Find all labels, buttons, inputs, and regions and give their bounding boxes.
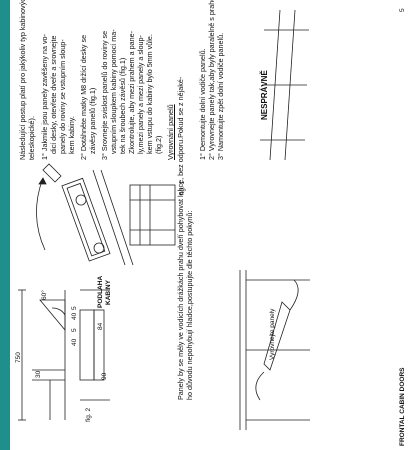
step-3-line-3: tek na šroubech závěsů (fig.1) <box>118 57 127 154</box>
fig2-dim-40b: 40 <box>71 338 78 346</box>
step-3-line-4: Zkontrolujte, aby mezi prahem a pane- <box>127 30 136 154</box>
fig2-caption: fig. 2 <box>85 407 92 422</box>
fig2-dim-60: 60° <box>41 290 48 300</box>
step-3-line-6: kem vstupu do kabiny bylo 5mm vůle. <box>145 34 154 154</box>
alignment-heading: Vyrovnání panelů <box>166 104 175 160</box>
fig2-dim-5a: 5 <box>71 306 78 310</box>
fig2-label-line-2: KABINY <box>105 280 112 305</box>
intro-line-1: Následující postup platí pro jakýkoliv t… <box>18 0 27 160</box>
step-2-line-1: 2° Dotáhněte matky M8 držící desky se <box>79 34 88 160</box>
page-number: 5 <box>399 8 406 12</box>
align-label: Vyrovnejte panely <box>269 308 276 360</box>
fig2-dim-750: 750 <box>15 352 22 363</box>
accent-bar <box>0 0 10 450</box>
step-3-line-2: vstupním sloupkem kabiny pomocí ma- <box>109 29 118 154</box>
fig2-drawing <box>18 289 110 421</box>
alignment-paragraph-2: ho důvodu nepohybují hladce,postupujte d… <box>185 210 194 400</box>
step-2-line-2: závěsy panelů (fig.1) <box>88 87 97 154</box>
fig1-drawing <box>36 163 176 266</box>
fig2-dim-5b: 5 <box>71 328 78 332</box>
fig2-dim-84: 84 <box>97 322 104 330</box>
wrong-label: NESPRÁVNĚ <box>260 70 269 120</box>
alignment-step-3: 3° Namontujte zpět dolní vodiče panelů. <box>216 32 225 160</box>
step-1-line-1: 1° Jakmile jsou panely zavěšeny na vo- <box>40 34 49 160</box>
alignment-step-2: 2° Vyrovnejte panely tak,aby byly parale… <box>207 0 216 160</box>
step-3-line-7: (fig.2) <box>154 135 163 154</box>
fig2-dim-30: 30 <box>35 370 42 378</box>
wrong-panels-drawing <box>260 9 309 161</box>
step-1-line-4: kem kabiny. <box>67 116 76 154</box>
alignment-step-1: 1° Demontujte dolní vodiče panelů. <box>198 48 207 160</box>
step-1-line-2: dicí desky, otevřete dveře a srovnejte <box>49 35 58 154</box>
step-3-line-1: 3° Srovnejte svislost panelů do roviny s… <box>100 30 109 160</box>
fig2-dim-90: 90 <box>101 372 108 380</box>
intro-line-2: teleskopické). <box>27 116 36 160</box>
align-panels-drawing <box>239 270 310 430</box>
step-1-line-3: panely do roviny se vstupním sloup- <box>58 39 67 154</box>
footer-section: FRONTAL CABIN DOORS <box>399 367 406 446</box>
fig1-caption: fig. 1 <box>179 180 186 195</box>
fig2-dim-40a: 40 <box>71 312 78 320</box>
step-3-line-5: ly,mezi panely a mezi panely a sloup- <box>136 35 145 154</box>
